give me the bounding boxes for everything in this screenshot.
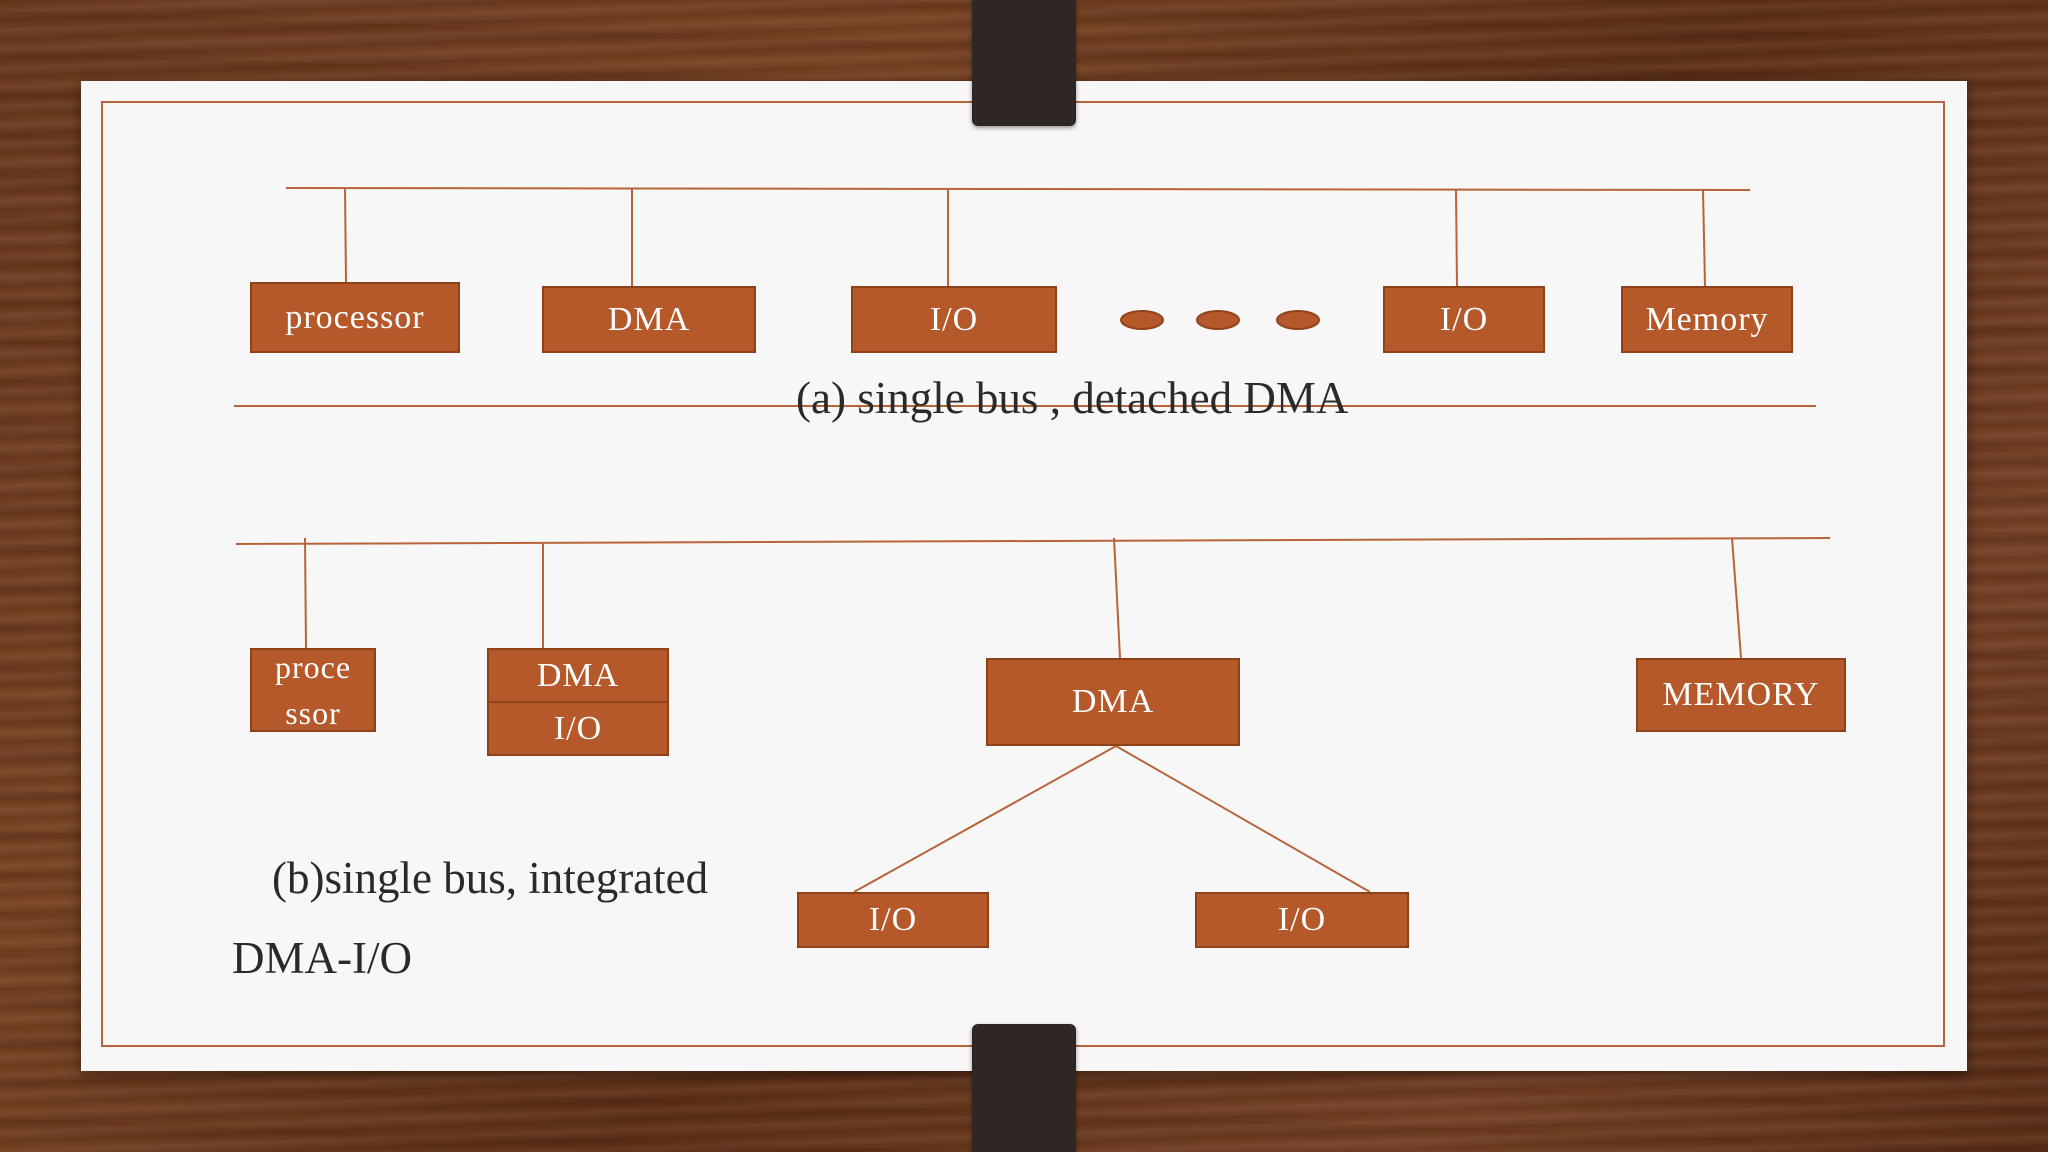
- caption-a: (a) single bus , detached DMA: [796, 373, 1349, 423]
- box-b-dma: DMA: [986, 658, 1240, 746]
- connector-a-io2: [1455, 189, 1458, 287]
- ellipsis-dot-1: [1120, 310, 1164, 330]
- box-b-io-right: I/O: [1195, 892, 1409, 948]
- box-a-dma: DMA: [542, 286, 756, 353]
- caption-b-line-2: DMA-I/O: [232, 933, 412, 983]
- box-b-integrated-dma-io: DMA I/O: [487, 648, 669, 756]
- integrated-io-label: I/O: [489, 701, 667, 754]
- caption-b-line-1: (b)single bus, integrated: [272, 853, 709, 903]
- connector-b-processor: [304, 537, 307, 649]
- integrated-dma-label: DMA: [536, 656, 620, 694]
- box-b-io-left: I/O: [797, 892, 989, 948]
- connector-b-dma-io-right: [1115, 745, 1371, 893]
- box-a-io-1: I/O: [851, 286, 1057, 353]
- ellipsis-dot-3: [1276, 310, 1320, 330]
- processor-line-1: proce: [274, 649, 352, 685]
- binder-clip-top: [972, 0, 1076, 126]
- box-a-memory: Memory: [1621, 286, 1793, 353]
- binder-clip-bottom: [972, 1024, 1076, 1152]
- box-b-memory: MEMORY: [1636, 658, 1846, 732]
- box-b-processor: proce ssor: [250, 648, 376, 732]
- connector-a-processor: [344, 187, 347, 283]
- connector-b-dma: [1113, 537, 1121, 659]
- box-a-processor: processor: [250, 282, 460, 353]
- box-a-io-2: I/O: [1383, 286, 1545, 353]
- bus-a: [285, 187, 1751, 191]
- processor-line-2: ssor: [285, 695, 341, 731]
- ellipsis-dot-2: [1196, 310, 1240, 330]
- connector-b-dma-io-left: [853, 745, 1117, 893]
- slide-card: [81, 81, 1967, 1071]
- connector-a-memory: [1702, 189, 1706, 287]
- bus-b: [235, 537, 1831, 545]
- connector-b-memory: [1731, 537, 1742, 659]
